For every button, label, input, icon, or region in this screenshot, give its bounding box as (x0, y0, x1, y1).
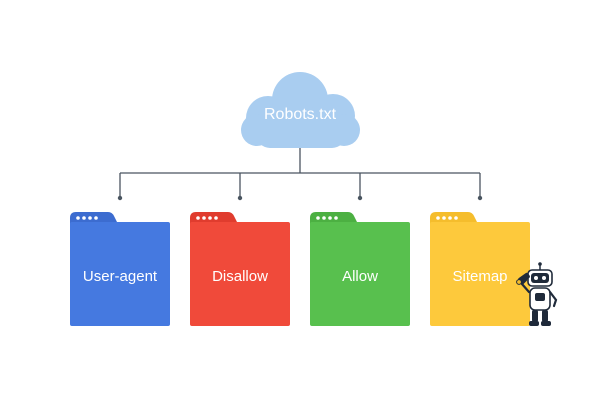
connector-node-1 (237, 195, 243, 201)
folder-icon (70, 212, 170, 326)
folder-icon (430, 212, 530, 326)
folder-allow: Allow (310, 212, 410, 326)
folder-disallow: Disallow (190, 212, 290, 326)
cloud-label: Robots.txt (263, 106, 337, 123)
folder-user-agent: User-agent (70, 212, 170, 326)
folder-icon (310, 212, 410, 326)
folder-label: Disallow (212, 268, 268, 285)
folder-label: Allow (342, 268, 378, 285)
robot-mascot-icon (516, 262, 558, 326)
connector-node-3 (477, 195, 483, 201)
folder-icon (190, 212, 290, 326)
folder-label: Sitemap (452, 268, 508, 285)
folder-sitemap: Sitemap (430, 212, 530, 326)
connector-node-0 (117, 195, 123, 201)
connector-node-2 (357, 195, 363, 201)
folder-label: User-agent (82, 268, 158, 285)
